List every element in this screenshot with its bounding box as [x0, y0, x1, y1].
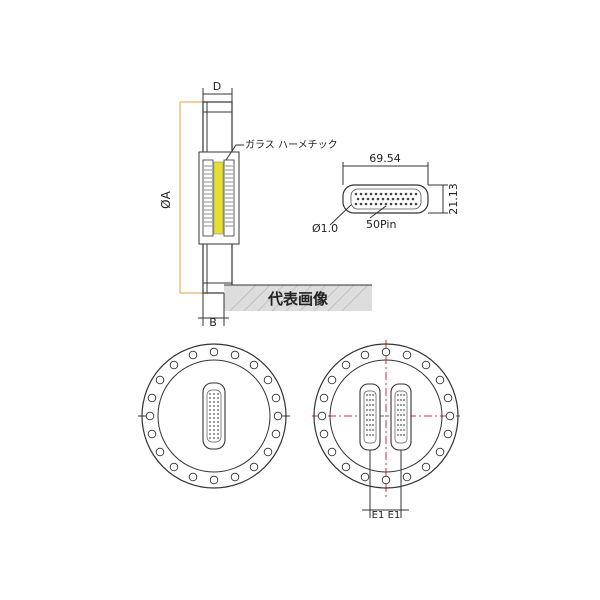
glass-hermetic	[213, 161, 224, 235]
flange-front-double: E1 E1	[312, 340, 460, 521]
bolt-holes	[145, 347, 283, 485]
dim-d-label: D	[213, 80, 221, 93]
e1-left-label: E1	[372, 510, 385, 521]
pin-stripes	[204, 165, 233, 227]
dim-a-label: ØA	[159, 190, 173, 208]
flange-front-single	[138, 343, 290, 489]
callout-glass-label: ガラス ハーメチック	[245, 139, 338, 151]
connector-face-view: 69.54 21.13 Ø1.0 50Pin	[312, 152, 460, 235]
side-view: ØA D	[159, 80, 372, 329]
connector-pins	[354, 192, 418, 206]
e1-right-label: E1	[388, 510, 401, 521]
representative-image-stamp: 代表画像	[267, 290, 329, 308]
pin-diameter-label: Ø1.0	[312, 222, 338, 235]
bolt-holes-right	[317, 347, 455, 485]
dim-b-label: B	[209, 316, 217, 329]
height-dimension: 21.13	[447, 183, 460, 215]
width-dimension: 69.54	[369, 152, 401, 165]
pin-count-label: 50Pin	[366, 218, 396, 231]
